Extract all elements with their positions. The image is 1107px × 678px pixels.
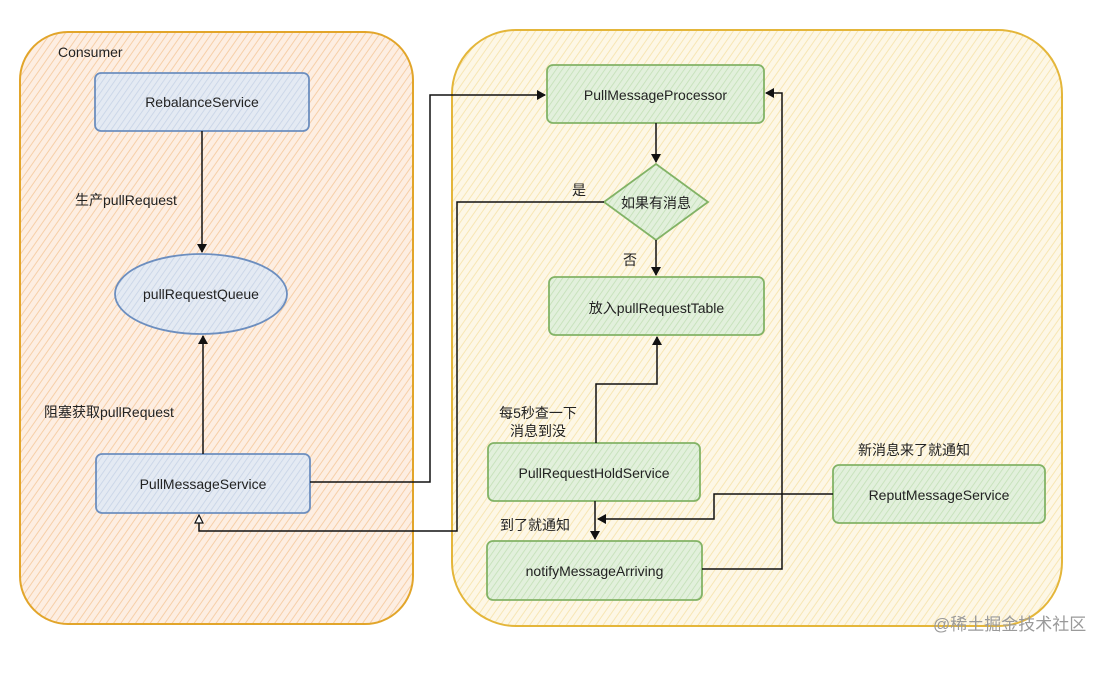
block-fetch-label: 阻塞获取pullRequest [44,404,174,420]
pull-request-queue-label: pullRequestQueue [143,286,259,302]
put-table-label: 放入pullRequestTable [588,300,725,316]
pull-message-service-label: PullMessageService [139,476,267,492]
decision-yes-return-arrow [199,201,604,532]
notify-arriving-label: notifyMessageArriving [525,563,664,579]
put-table-box [548,276,765,336]
decision-label: 如果有消息 [621,195,691,211]
consumer-title: Consumer [58,44,123,60]
notify-label: 到了就通知 [500,517,570,533]
hold-service-box [487,442,701,502]
yes-label: 是 [572,182,586,198]
hold-check-table-arrow [595,336,662,443]
check-interval-label-1: 每5秒查一下 [499,405,577,421]
new-message-label: 新消息来了就通知 [858,442,970,458]
reput-to-notify-arrow [597,493,833,524]
watermark-text: @稀土掘金技术社区 [933,615,1087,634]
pull-request-queue-node [114,253,288,335]
check-interval-label-2: 消息到没 [510,423,566,439]
no-label: 否 [623,252,637,268]
produce-pull-request-label: 生产pullRequest [75,192,177,208]
hold-service-label: PullRequestHoldService [518,465,670,481]
service-to-processor-arrow [310,90,546,483]
notify-arriving-box [486,540,703,601]
notify-to-processor-arrow [702,88,783,570]
reput-service-label: ReputMessageService [868,487,1010,503]
rebalance-service-label: RebalanceService [145,94,259,110]
pull-message-processor-label: PullMessageProcessor [583,87,728,103]
